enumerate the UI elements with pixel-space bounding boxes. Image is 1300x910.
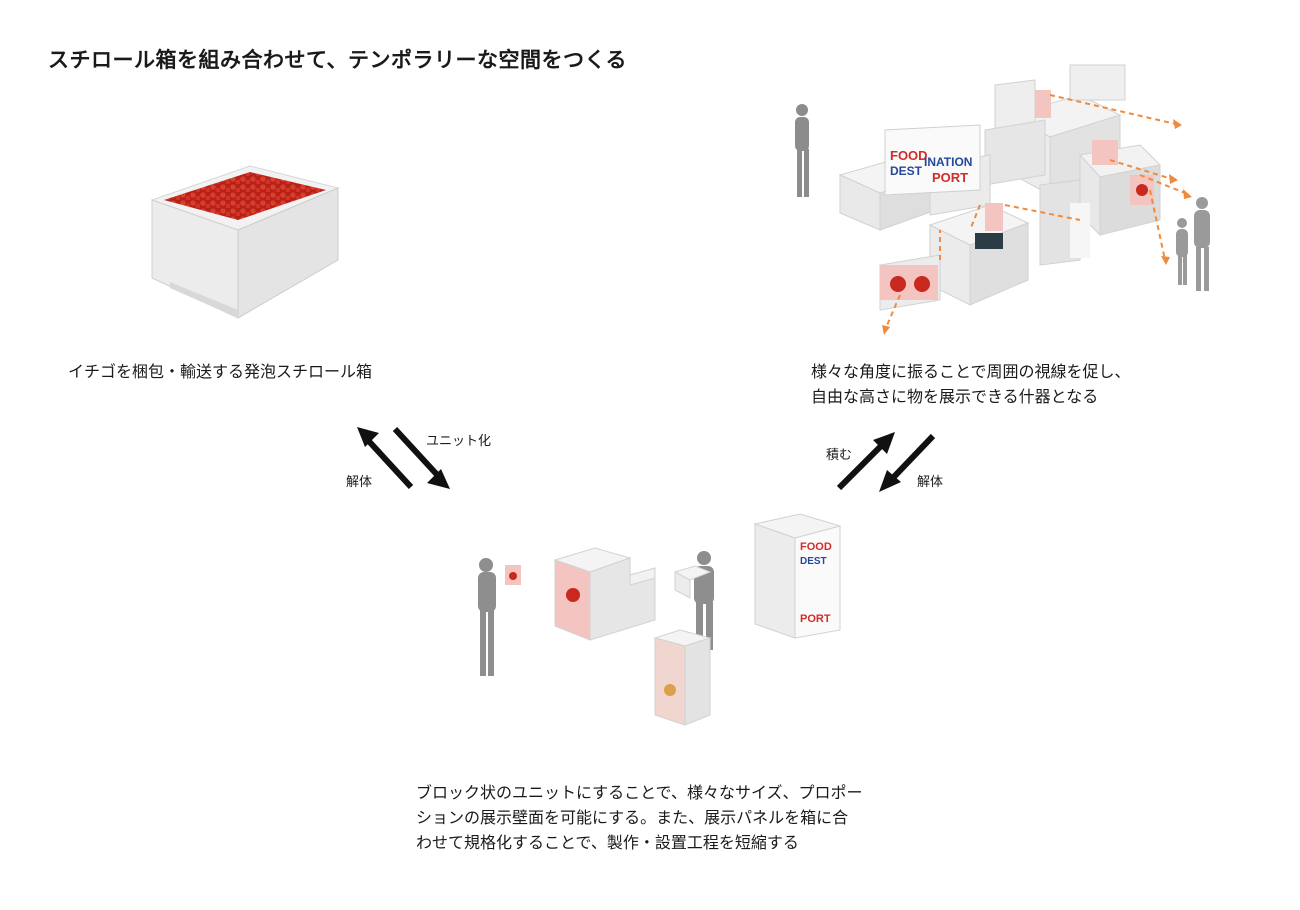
styrofoam-box-caption: イチゴを梱包・輸送する発泡スチロール箱 (68, 362, 373, 381)
unit-caption-line-3: わせて規格化することで、製作・設置工程を短縮する (416, 833, 799, 852)
stacked-caption-line-2: 自由な高さに物を展示できる什器となる (811, 387, 1099, 406)
stacked-boxes-illustration: FOOD DEST INATION PORT (795, 64, 1210, 335)
sign-food-text: FOOD (890, 148, 928, 163)
right-transform-arrows (836, 432, 936, 492)
sign-tower (753, 513, 842, 639)
stacked-caption-line-1: 様々な角度に振ることで周囲の視線を促し、 (811, 362, 1131, 381)
sign-port-text: PORT (932, 170, 968, 185)
person-holding-panel-figure (478, 558, 496, 676)
styrofoam-box-illustration (150, 165, 340, 319)
page-title: スチロール箱を組み合わせて、テンポラリーな空間をつくる (48, 48, 628, 72)
photo-panel (975, 233, 1003, 249)
tower-destination-text: DEST (800, 556, 827, 567)
disassemble-label-left: 解体 (346, 475, 373, 490)
unit-blocks-illustration: FOOD DEST PORT (478, 513, 842, 726)
view-direction-arrows (884, 94, 1191, 331)
person-walking-figure (795, 104, 809, 197)
left-transform-arrows (357, 426, 450, 490)
tower-port-text: PORT (800, 613, 831, 625)
arrow-down-right-icon (427, 469, 450, 489)
unit-caption: ブロック状のユニットにすることで、様々なサイズ、プロポー ションの展示壁面を可能… (416, 780, 863, 855)
stacked-caption: 様々な角度に振ることで周囲の視線を促し、 自由な高さに物を展示できる什器となる (811, 359, 1131, 409)
food-destination-port-sign: FOOD DEST INATION PORT (884, 124, 981, 196)
family-figures (1176, 197, 1210, 291)
strawberry-panels (880, 90, 1154, 300)
arrow-up-left-icon (357, 427, 379, 447)
tower-food-text: FOOD (800, 541, 832, 553)
sign-destination-text: DEST (890, 164, 923, 178)
unit-caption-line-2: ションの展示壁面を可能にする。また、展示パネルを箱に合 (416, 808, 849, 827)
sign-ination-text: INATION (924, 155, 972, 169)
unit-caption-line-1: ブロック状のユニットにすることで、様々なサイズ、プロポー (416, 783, 863, 802)
disassemble-label-right: 解体 (917, 475, 944, 490)
arrow-up-right-icon (873, 432, 895, 454)
arrow-down-left-icon (879, 470, 901, 492)
unitize-label: ユニット化 (426, 434, 492, 449)
stack-label: 積む (826, 448, 853, 463)
